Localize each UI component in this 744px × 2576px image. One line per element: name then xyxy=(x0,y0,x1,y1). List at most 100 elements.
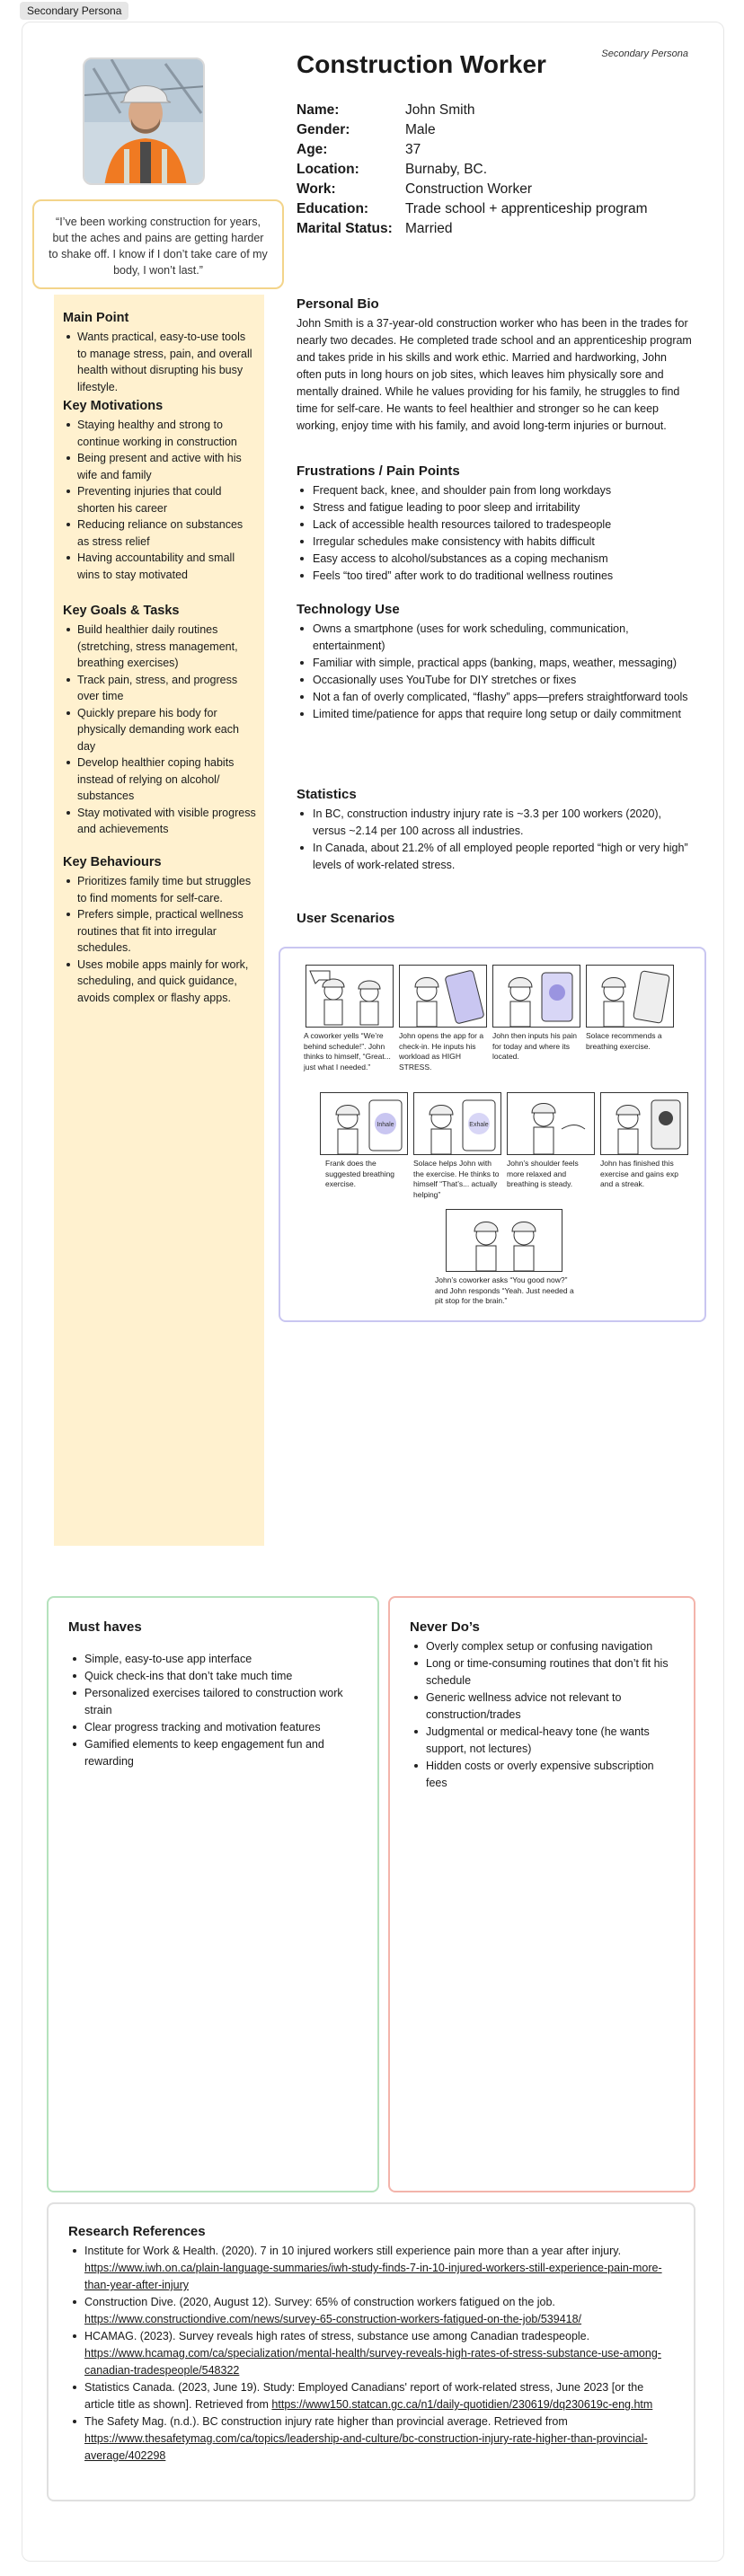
section-title: Key Goals & Tasks xyxy=(63,604,180,618)
fact-value: Male xyxy=(405,122,436,137)
list-item: Lack of accessible health resources tail… xyxy=(297,516,692,534)
storyboard-panel xyxy=(399,965,487,1028)
list-item: Clear progress tracking and motivation f… xyxy=(68,1719,358,1736)
scenario-caption: John has finished this exercise and gain… xyxy=(600,1159,678,1188)
storyboard-panel xyxy=(306,965,394,1028)
list-item: Familiar with simple, practical apps (ba… xyxy=(297,655,692,672)
list-item: Simple, easy-to-use app interface xyxy=(68,1651,358,1668)
reference-item: HCAMAG. (2023). Survey reveals high rate… xyxy=(68,2328,674,2379)
fact-value: Married xyxy=(405,221,453,236)
storyboard-panel: Exhale xyxy=(413,1092,501,1155)
fact-value: John Smith xyxy=(405,102,475,118)
section-title: Key Motivations xyxy=(63,399,164,413)
list-item: Easy access to alcohol/substances as a c… xyxy=(297,551,692,568)
bio-text: John Smith is a 37-year-old construction… xyxy=(297,317,692,432)
persona-type-label: Secondary Persona xyxy=(601,49,688,59)
list-item: Long or time-consuming routines that don… xyxy=(410,1655,674,1689)
reference-link[interactable]: https://www.constructiondive.com/news/su… xyxy=(84,2313,582,2325)
fact-row: Education:Trade school + apprenticeship … xyxy=(297,199,710,219)
reference-link[interactable]: https://www150.statcan.gc.ca/n1/daily-qu… xyxy=(271,2398,653,2411)
list-item: Feels “too tired” after work to do tradi… xyxy=(297,568,692,585)
exhale-label: Exhale xyxy=(469,1122,489,1128)
storyboard-panel xyxy=(507,1092,595,1155)
bio-section: Personal Bio John Smith is a 37-year-old… xyxy=(297,296,692,435)
reference-text: Institute for Work & Health. (2020). 7 i… xyxy=(84,2245,622,2257)
list-item: Quick check-ins that don’t take much tim… xyxy=(68,1668,358,1685)
list-item: Reducing reliance on substances as stres… xyxy=(63,516,257,550)
reference-text: Statistics Canada. (2023, June 19). Stud… xyxy=(84,2381,644,2411)
inhale-label: Inhale xyxy=(376,1122,394,1128)
scenario-caption: John opens the app for a check-in. He in… xyxy=(399,1031,484,1072)
list-item: Owns a smartphone (uses for work schedul… xyxy=(297,621,692,655)
reference-item: Statistics Canada. (2023, June 19). Stud… xyxy=(68,2379,674,2413)
reference-link[interactable]: https://www.hcamag.com/ca/specialization… xyxy=(84,2347,661,2377)
fact-row: Age: 37 xyxy=(297,140,710,160)
page-tab[interactable]: Secondary Persona xyxy=(20,2,129,20)
section-title: Must haves xyxy=(68,1619,142,1635)
list-item: Wants practical, easy-to-use tools to ma… xyxy=(63,329,257,395)
never-dos-card: Never Do’s Overly complex setup or confu… xyxy=(388,1596,695,2192)
fact-key: Location: xyxy=(297,162,359,177)
list-item: Build healthier daily routines (stretchi… xyxy=(63,622,257,672)
storyboard-panel xyxy=(586,965,674,1028)
list-item: Limited time/patience for apps that requ… xyxy=(297,706,692,723)
storyboard-panel xyxy=(600,1092,688,1155)
fact-key: Gender: xyxy=(297,122,350,137)
fact-row: Marital Status: Married xyxy=(297,219,710,239)
scenario-caption: Solace helps John with the exercise. He … xyxy=(413,1159,500,1199)
reference-link[interactable]: https://www.iwh.on.ca/plain-language-sum… xyxy=(84,2262,662,2291)
persona-sidebar xyxy=(54,295,264,1546)
section-title: Research References xyxy=(68,2224,206,2239)
list-item: Prioritizes family time but struggles to… xyxy=(63,873,257,906)
must-haves-card: Must haves Simple, easy-to-use app inter… xyxy=(47,1596,379,2192)
scenario-caption: A coworker yells “We’re behind schedule!… xyxy=(304,1031,391,1072)
reference-item: The Safety Mag. (n.d.). BC construction … xyxy=(68,2413,674,2465)
section-title: Frustrations / Pain Points xyxy=(297,463,460,479)
list-item: Preventing injuries that could shorten h… xyxy=(63,483,257,516)
fact-value: 37 xyxy=(405,142,421,157)
list-item: Occasionally uses YouTube for DIY stretc… xyxy=(297,672,692,689)
fact-key: Age: xyxy=(297,142,328,157)
list-item: Stay motivated with visible progress and… xyxy=(63,805,257,838)
fact-value: Trade school + apprenticeship program xyxy=(405,201,648,216)
list-item: Stress and fatigue leading to poor sleep… xyxy=(297,499,692,516)
motivations-section: Key Motivations Staying healthy and stro… xyxy=(63,399,257,583)
fact-value: Construction Worker xyxy=(405,181,532,197)
list-item: Judgmental or medical-heavy tone (he wan… xyxy=(410,1724,674,1758)
list-item: In Canada, about 21.2% of all employed p… xyxy=(297,840,692,874)
storyboard-panel: Inhale xyxy=(320,1092,408,1155)
fact-key: Work: xyxy=(297,181,336,197)
list-item: Being present and active with his wife a… xyxy=(63,450,257,483)
list-item: Staying healthy and strong to continue w… xyxy=(63,417,257,450)
section-title: Main Point xyxy=(63,311,129,325)
persona-quote: “I’ve been working construction for year… xyxy=(32,199,284,289)
list-item: Overly complex setup or confusing naviga… xyxy=(410,1638,674,1655)
list-item: Irregular schedules make consistency wit… xyxy=(297,534,692,551)
page-frame xyxy=(22,22,724,2562)
scenario-caption: Solace recommends a breathing exercise. xyxy=(586,1031,662,1051)
reference-link[interactable]: https://www.thesafetymag.com/ca/topics/l… xyxy=(84,2432,648,2462)
section-title: Key Behaviours xyxy=(63,855,162,869)
list-item: Gamified elements to keep engagement fun… xyxy=(68,1736,358,1770)
list-item: Frequent back, knee, and shoulder pain f… xyxy=(297,482,692,499)
fact-row: Gender: Male xyxy=(297,120,710,140)
reference-item: Construction Dive. (2020, August 12). Su… xyxy=(68,2294,674,2328)
persona-facts: Name:John Smith Gender:Male Age:37 Locat… xyxy=(297,101,710,239)
section-title: Never Do’s xyxy=(410,1619,480,1635)
scenarios-storyboard: A coworker yells “We’re behind schedule!… xyxy=(279,947,706,1322)
main-point-section: Main Point Wants practical, easy-to-use … xyxy=(63,311,257,395)
goals-section: Key Goals & Tasks Build healthier daily … xyxy=(63,604,257,838)
list-item: Uses mobile apps mainly for work, schedu… xyxy=(63,957,257,1007)
fact-row: Work: Construction Worker xyxy=(297,180,710,199)
behaviours-section: Key Behaviours Prioritizes family time b… xyxy=(63,855,257,1006)
scenario-caption: John then inputs his pain for today and … xyxy=(492,1031,578,1061)
page-title: Construction Worker xyxy=(297,50,546,78)
worker-photo xyxy=(83,57,205,185)
list-item: Hidden costs or overly expensive subscri… xyxy=(410,1758,674,1792)
references-card: Research References Institute for Work &… xyxy=(47,2202,695,2501)
list-item: Prefers simple, practical wellness routi… xyxy=(63,906,257,957)
list-item: Develop healthier coping habits instead … xyxy=(63,754,257,805)
scenario-caption: Frank does the suggested breathing exerc… xyxy=(325,1159,395,1188)
fact-key: Marital Status: xyxy=(297,221,393,236)
